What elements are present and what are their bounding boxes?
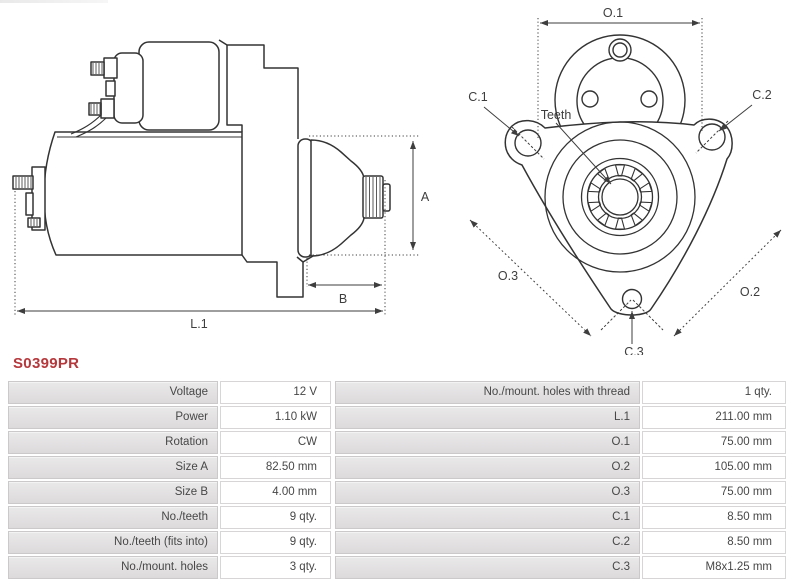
spec-row: O.2 105.00 mm <box>335 456 786 479</box>
dim-a-label: A <box>421 190 430 204</box>
spec-value: 211.00 mm <box>642 406 786 429</box>
spec-value: 1 qty. <box>642 381 786 404</box>
spec-value: 75.00 mm <box>642 431 786 454</box>
dim-b-label: B <box>339 292 347 306</box>
spec-row: No./teeth 9 qty. <box>8 506 331 529</box>
spec-value: 8.50 mm <box>642 506 786 529</box>
spec-row: C.1 8.50 mm <box>335 506 786 529</box>
spec-label: No./mount. holes <box>8 556 218 579</box>
spec-label: C.3 <box>335 556 640 579</box>
hole-centerlines <box>511 120 729 331</box>
spec-row: Power 1.10 kW <box>8 406 331 429</box>
dim-o1-label: O.1 <box>603 6 623 20</box>
pinion-gear <box>362 175 391 219</box>
spec-row: C.3 M8x1.25 mm <box>335 556 786 579</box>
pinion-front <box>544 121 696 273</box>
spec-table-right: No./mount. holes with thread 1 qty. L.1 … <box>335 381 786 581</box>
spec-label: L.1 <box>335 406 640 429</box>
spec-value: 4.00 mm <box>220 481 331 504</box>
spec-row: No./mount. holes 3 qty. <box>8 556 331 579</box>
dim-o2-label: O.2 <box>740 285 760 299</box>
spec-row: No./teeth (fits into) 9 qty. <box>8 531 331 554</box>
spec-label: C.1 <box>335 506 640 529</box>
rear-arch <box>554 34 686 134</box>
starter-front-view-drawing: O.1 C.1 C.2 Teeth O.3 O.2 C.3 <box>468 6 782 355</box>
dim-l1-label: L.1 <box>190 317 207 331</box>
spec-label: O.1 <box>335 431 640 454</box>
part-number: S0399PR <box>13 355 80 372</box>
side-view-dimensions <box>14 135 419 315</box>
spec-row: Size A 82.50 mm <box>8 456 331 479</box>
spec-label: Power <box>8 406 218 429</box>
spec-value: 82.50 mm <box>220 456 331 479</box>
starter-body-outline <box>12 39 391 298</box>
spec-row: No./mount. holes with thread 1 qty. <box>335 381 786 404</box>
spec-value: CW <box>220 431 331 454</box>
front-view-dimensions <box>469 18 782 344</box>
drive-end-bell <box>310 139 365 257</box>
spec-value: 105.00 mm <box>642 456 786 479</box>
spec-row: O.1 75.00 mm <box>335 431 786 454</box>
dim-c3-label: C.3 <box>624 345 644 355</box>
teeth-label: Teeth <box>541 108 572 122</box>
spec-label: Size A <box>8 456 218 479</box>
solenoid-terminal-lower <box>88 98 115 119</box>
spec-label: Rotation <box>8 431 218 454</box>
spec-value: 12 V <box>220 381 331 404</box>
starter-side-view-drawing: A B L.1 <box>12 39 430 331</box>
spec-row: C.2 8.50 mm <box>335 531 786 554</box>
watermark-fragment <box>0 0 108 3</box>
spec-row: L.1 211.00 mm <box>335 406 786 429</box>
spec-value: 8.50 mm <box>642 531 786 554</box>
spec-label: No./mount. holes with thread <box>335 381 640 404</box>
dim-o3-label: O.3 <box>498 269 518 283</box>
spec-label: No./teeth (fits into) <box>8 531 218 554</box>
spec-row: Rotation CW <box>8 431 331 454</box>
spec-table-left: Voltage 12 V Power 1.10 kW Rotation CW S… <box>8 381 331 581</box>
spec-value: M8x1.25 mm <box>642 556 786 579</box>
spec-row: O.3 75.00 mm <box>335 481 786 504</box>
lower-stud <box>27 217 41 228</box>
spec-value: 3 qty. <box>220 556 331 579</box>
hole-c3 <box>621 288 643 310</box>
spec-value: 1.10 kW <box>220 406 331 429</box>
spec-row: Size B 4.00 mm <box>8 481 331 504</box>
spec-row: Voltage 12 V <box>8 381 331 404</box>
spec-value: 9 qty. <box>220 531 331 554</box>
solenoid <box>105 41 220 131</box>
spec-value: 75.00 mm <box>642 481 786 504</box>
spec-label: O.3 <box>335 481 640 504</box>
spec-label: Size B <box>8 481 218 504</box>
spec-value: 9 qty. <box>220 506 331 529</box>
dim-c2-label: C.2 <box>752 88 772 102</box>
through-bolt <box>12 175 34 190</box>
dim-c1-label: C.1 <box>468 90 488 104</box>
spec-label: No./teeth <box>8 506 218 529</box>
spec-label: Voltage <box>8 381 218 404</box>
spec-label: O.2 <box>335 456 640 479</box>
solenoid-terminal-upper <box>90 57 118 79</box>
spec-label: C.2 <box>335 531 640 554</box>
